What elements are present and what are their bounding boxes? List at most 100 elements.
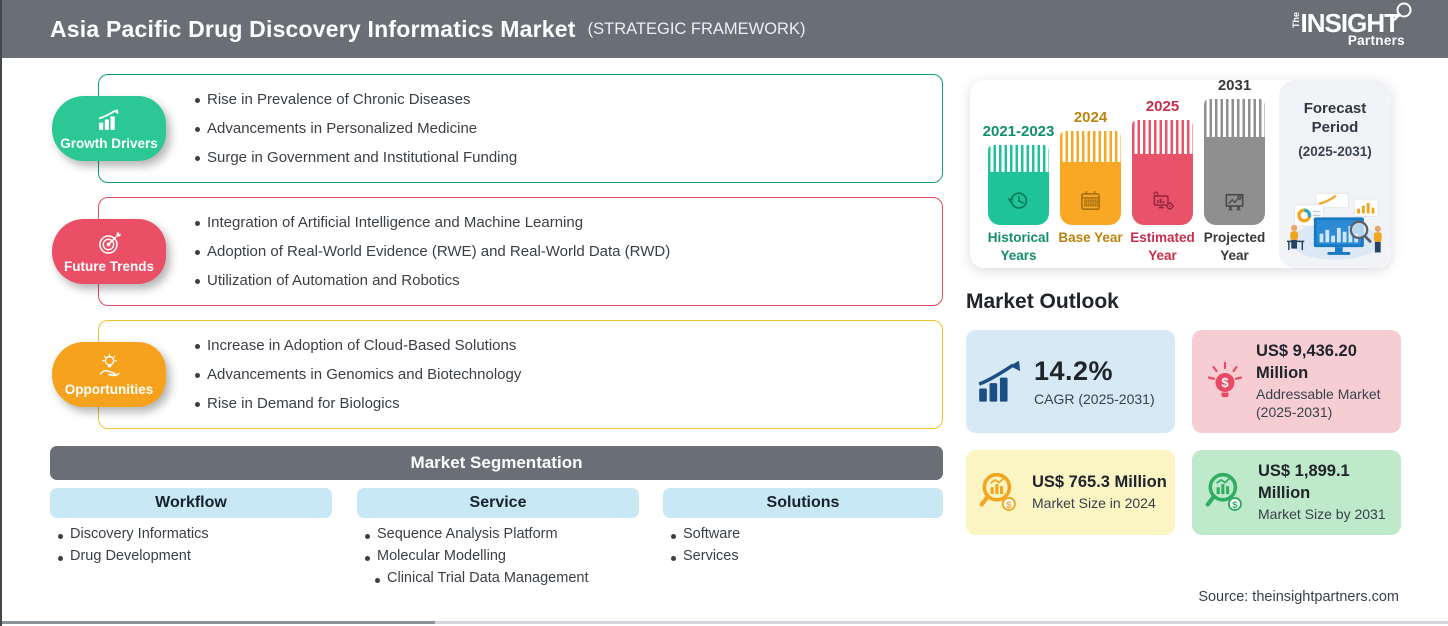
bar-stripes — [1132, 120, 1193, 154]
bar — [988, 145, 1049, 225]
market-outlook-title: Market Outlook — [966, 290, 1119, 313]
card-value: 14.2% — [1034, 356, 1114, 387]
svg-text:$: $ — [1221, 375, 1229, 390]
list-item: Advancements in Genomics and Biotechnolo… — [193, 366, 922, 384]
bar-role-label: Base Year — [1058, 230, 1123, 245]
growth-chart-icon — [98, 108, 118, 130]
bar — [1132, 120, 1193, 225]
bar-body — [1204, 137, 1265, 225]
list-item: Rise in Demand for Biologics — [193, 395, 922, 413]
bar-body — [1060, 162, 1121, 225]
card-text: US$ 765.3 Million Market Size in 2024 — [1032, 472, 1167, 513]
history-clock-icon — [1007, 192, 1028, 209]
list-item: Services — [669, 549, 943, 564]
card-label: Market Size in 2024 — [1032, 495, 1156, 512]
opportunities-section: Increase in Adoption of Cloud-Based Solu… — [50, 320, 943, 429]
scrollbar-thumb[interactable] — [2, 621, 435, 624]
column-header: Solutions — [663, 488, 943, 518]
bar-year-label: 2031 — [1217, 77, 1252, 94]
bar-year-label: 2025 — [1145, 98, 1180, 115]
bar-year-label: 2021-2023 — [982, 123, 1055, 140]
bar-role-label: Projected Year — [1203, 230, 1266, 263]
card-text: 14.2% CAGR (2025-2031) — [1034, 354, 1155, 408]
list-item: Increase in Adoption of Cloud-Based Solu… — [193, 337, 922, 355]
page-subtitle: (STRATEGIC FRAMEWORK) — [587, 19, 806, 38]
market-size-2031-card: $ US$ 1,899.1 Million Market Size by 203… — [1192, 450, 1401, 535]
timeline-bar-base: 2024 — [1058, 80, 1122, 268]
growth-drivers-badge: Growth Drivers — [52, 96, 166, 161]
svg-text:$: $ — [1232, 498, 1238, 509]
bar-stripes — [1204, 99, 1265, 137]
svg-text:$: $ — [1006, 498, 1012, 509]
magnifier-chart-icon: $ — [979, 472, 1016, 511]
column-header: Workflow — [50, 488, 332, 518]
logo-magnifier-icon — [1393, 2, 1412, 21]
timeline-bar-estimated: 2025 — [1130, 80, 1195, 268]
growth-drivers-section: Rise in Prevalence of Chronic Diseases A… — [50, 74, 943, 183]
logo-top-row: The INSIGHT — [1291, 2, 1412, 38]
card-label: Market Size by 2031 — [1258, 505, 1386, 522]
card-text: US$ 9,436.20 Million Addressable Market … — [1256, 341, 1393, 421]
badge-label: Future Trends — [63, 258, 154, 274]
bar-role-label: Historical Years — [987, 230, 1050, 263]
timeline-chart-panel: 2021-2023 Historical Years 2024 — [970, 77, 1391, 268]
bar-stripes — [1060, 131, 1121, 162]
card-value: US$ 1,899.1 Million — [1258, 462, 1350, 502]
bulb-dollar-icon: $ — [1207, 361, 1243, 397]
page-title: Asia Pacific Drug Discovery Informatics … — [50, 15, 576, 42]
column-list: Software Services — [663, 527, 943, 564]
computer-gear-icon — [1153, 191, 1174, 211]
list-item: Molecular Modelling — [363, 549, 639, 564]
card-text: US$ 1,899.1 Million Market Size by 2031 — [1258, 461, 1393, 523]
logo-partners: Partners — [1347, 33, 1405, 48]
timeline-bar-historical: 2021-2023 Historical Years — [983, 80, 1055, 268]
list-item: Discovery Informatics — [56, 527, 332, 542]
card-value: US$ 765.3 Million — [1032, 472, 1167, 491]
list-item: Surge in Government and Institutional Fu… — [193, 149, 922, 167]
opportunities-box: Increase in Adoption of Cloud-Based Solu… — [98, 320, 943, 429]
list-item: Clinical Trial Data Management — [373, 571, 639, 586]
market-size-2024-card: $ US$ 765.3 Million Market Size in 2024 — [966, 450, 1175, 535]
list-item: Utilization of Automation and Robotics — [193, 272, 922, 290]
column-header: Service — [357, 488, 639, 518]
bulb-hand-icon — [99, 352, 120, 376]
addressable-market-card: $ US$ 9,436.20 Million Addressable Marke… — [1192, 330, 1401, 433]
cagr-card: 14.2% CAGR (2025-2031) — [966, 330, 1175, 433]
analysts-illustration — [1286, 192, 1382, 260]
future-trends-badge: Future Trends — [52, 219, 166, 284]
bar-body — [1132, 154, 1193, 225]
insight-partners-logo: The INSIGHT Partners — [1291, 2, 1412, 48]
card-value: US$ 9,436.20 Million — [1256, 342, 1357, 382]
future-trends-box: Integration of Artificial Intelligence a… — [98, 197, 943, 306]
badge-label: Opportunities — [64, 381, 154, 397]
badge-label: Growth Drivers — [60, 135, 158, 151]
target-dart-icon — [98, 231, 121, 254]
bar-year-label: 2024 — [1073, 109, 1108, 126]
cagr-growth-icon — [978, 360, 1021, 402]
forecast-range: (2025-2031) — [1298, 143, 1372, 159]
growth-drivers-box: Rise in Prevalence of Chronic Diseases A… — [98, 74, 943, 183]
calendar-icon — [1081, 191, 1100, 211]
list-item: Integration of Artificial Intelligence a… — [193, 214, 922, 232]
magnifier-chart-icon: $ — [1205, 472, 1242, 511]
segmentation-column-workflow: Workflow Discovery Informatics Drug Deve… — [50, 488, 332, 564]
list-item: Rise in Prevalence of Chronic Diseases — [193, 91, 922, 109]
projection-screen-icon — [1225, 193, 1244, 211]
future-trends-section: Integration of Artificial Intelligence a… — [50, 197, 943, 306]
header: Asia Pacific Drug Discovery Informatics … — [2, 0, 1448, 58]
source-attribution: Source: theinsightpartners.com — [1198, 589, 1399, 605]
card-label: Addressable Market (2025-2031) — [1256, 385, 1381, 420]
timeline-bar-projected: 2031 Projected Year — [1204, 77, 1266, 268]
segmentation-column-solutions: Solutions Software Services — [663, 488, 943, 564]
horizontal-scrollbar[interactable] — [2, 621, 1448, 624]
card-label: CAGR (2025-2031) — [1034, 390, 1155, 407]
market-segmentation-bar: Market Segmentation — [50, 446, 943, 480]
list-item: Software — [669, 527, 943, 542]
opportunities-badge: Opportunities — [52, 342, 166, 407]
list-item: Adoption of Real-World Evidence (RWE) an… — [193, 243, 922, 261]
bar-role-label: Estimated Year — [1130, 230, 1195, 263]
logo-insight: INSIGHT — [1300, 8, 1400, 38]
bar — [1060, 131, 1121, 225]
column-list: Sequence Analysis Platform Molecular Mod… — [357, 527, 639, 586]
